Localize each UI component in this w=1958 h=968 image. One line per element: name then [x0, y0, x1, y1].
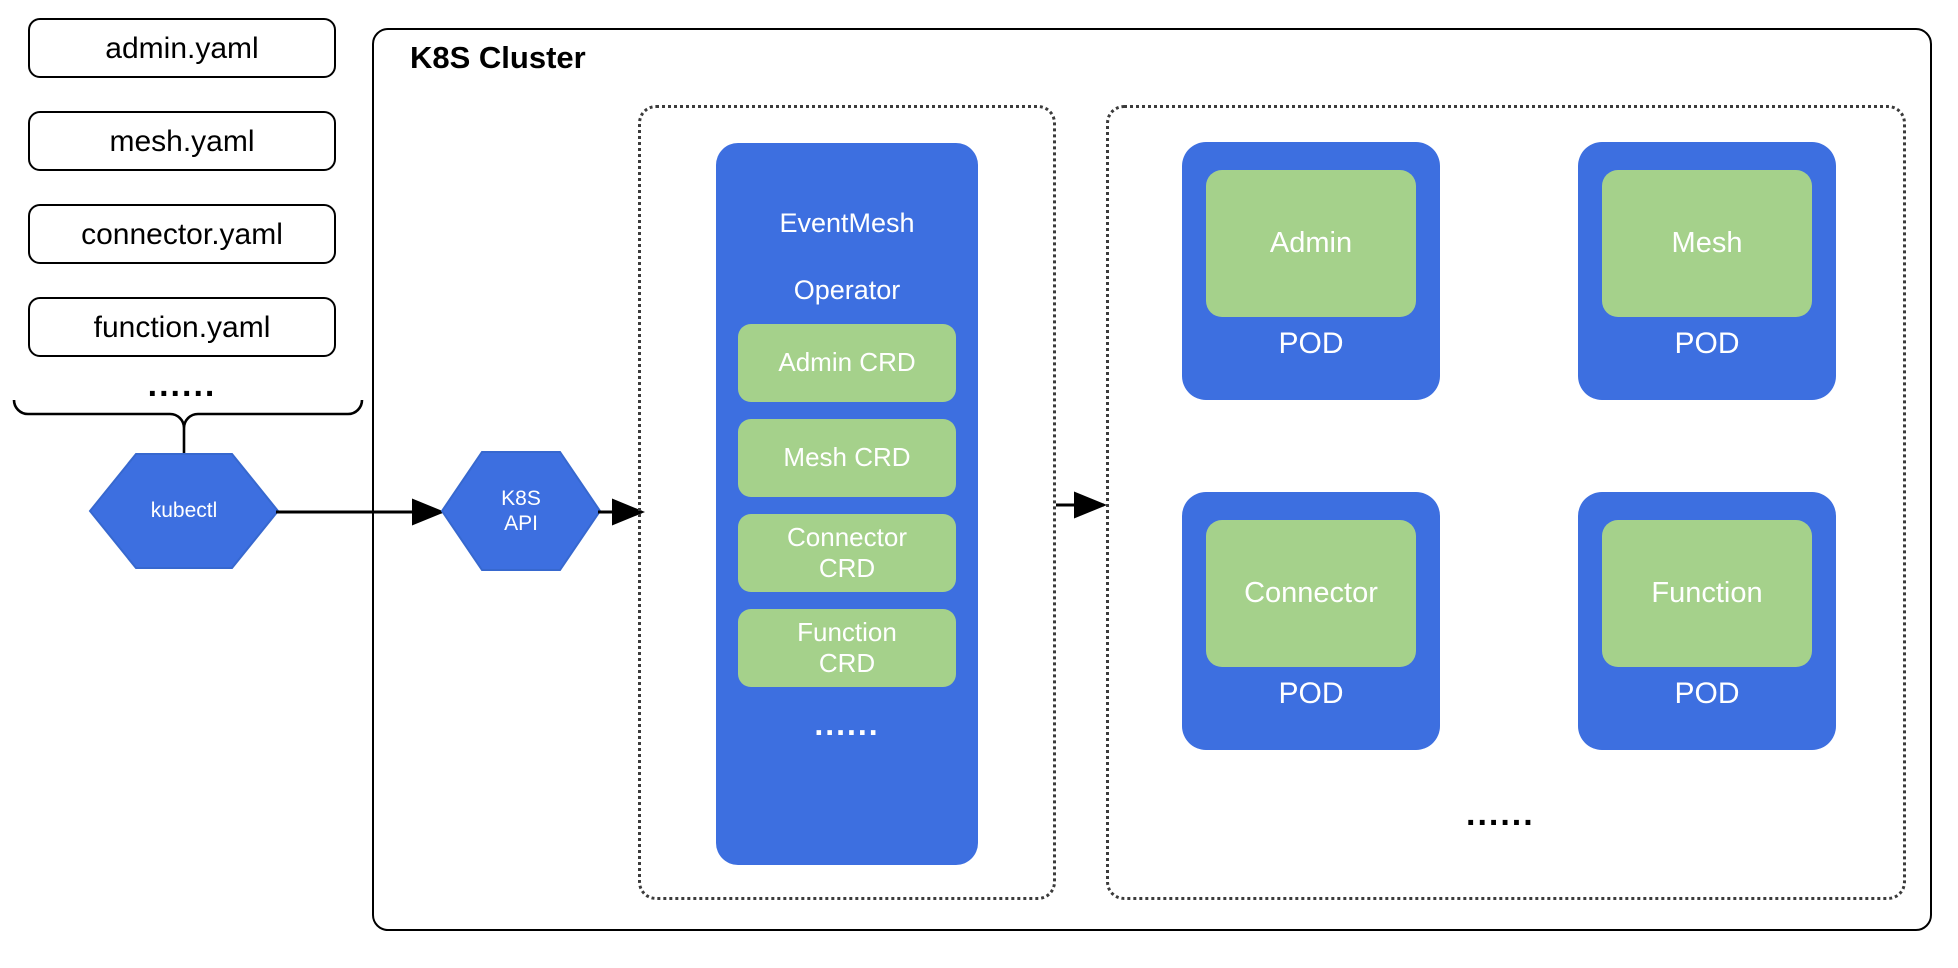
cluster-title-text: K8S Cluster	[410, 40, 586, 75]
operator-title-line2: Operator	[793, 275, 901, 306]
pod-type-text: POD	[1278, 327, 1344, 360]
yaml-file-label: connector.yaml	[81, 217, 283, 251]
pod-connector[interactable]: Connector POD	[1182, 492, 1440, 750]
crd-label: Function CRD	[797, 616, 897, 678]
pod-admin[interactable]: Admin POD	[1182, 142, 1440, 400]
crd-connector[interactable]: Connector CRD	[738, 514, 956, 592]
yaml-ellipsis-text: ......	[147, 365, 217, 404]
operator-ellipsis-text: ......	[814, 706, 880, 742]
pod-container-admin[interactable]: Admin	[1206, 170, 1416, 317]
pod-type-text: POD	[1674, 677, 1740, 710]
pods-ellipsis-text: ......	[1466, 795, 1535, 833]
pod-type-text: POD	[1278, 677, 1344, 710]
yaml-file-connector[interactable]: connector.yaml	[28, 204, 336, 264]
k8s-cluster-title: K8S Cluster	[410, 40, 586, 76]
crd-label: Mesh CRD	[783, 442, 911, 473]
crd-mesh[interactable]: Mesh CRD	[738, 419, 956, 497]
operator-crd-ellipsis: ......	[814, 706, 879, 743]
pod-type-text: POD	[1674, 327, 1740, 360]
pod-container-label: Function	[1651, 577, 1763, 609]
yaml-file-label: function.yaml	[93, 310, 271, 344]
k8s-api-hexagon[interactable]: K8S API	[440, 450, 602, 572]
pod-type-label: POD	[1278, 677, 1343, 711]
pod-container-mesh[interactable]: Mesh	[1602, 170, 1812, 317]
crd-admin[interactable]: Admin CRD	[738, 324, 956, 402]
yaml-file-function[interactable]: function.yaml	[28, 297, 336, 357]
yaml-file-label: mesh.yaml	[109, 124, 255, 158]
kubectl-hexagon[interactable]: kubectl	[88, 452, 280, 570]
eventmesh-operator-panel[interactable]: EventMesh Operator Admin CRD Mesh CRD Co…	[716, 143, 978, 865]
pod-function[interactable]: Function POD	[1578, 492, 1836, 750]
yaml-list-ellipsis: ......	[28, 365, 336, 404]
pod-container-label: Mesh	[1671, 227, 1743, 259]
crd-label: Admin CRD	[778, 347, 916, 378]
crd-label: Connector CRD	[787, 521, 907, 583]
pod-container-function[interactable]: Function	[1602, 520, 1812, 667]
pod-container-label: Admin	[1269, 227, 1353, 259]
k8s-cluster-container	[372, 28, 1932, 931]
pod-container-connector[interactable]: Connector	[1206, 520, 1416, 667]
pod-type-label: POD	[1674, 327, 1739, 361]
crd-function[interactable]: Function CRD	[738, 609, 956, 687]
pod-container-label: Connector	[1244, 577, 1378, 609]
pod-type-label: POD	[1278, 327, 1343, 361]
yaml-file-admin[interactable]: admin.yaml	[28, 18, 336, 78]
pod-mesh[interactable]: Mesh POD	[1578, 142, 1836, 400]
yaml-to-kubectl-brace	[0, 398, 380, 458]
pods-dotted-container	[1106, 105, 1906, 900]
yaml-file-mesh[interactable]: mesh.yaml	[28, 111, 336, 171]
operator-title: EventMesh Operator	[779, 173, 914, 308]
yaml-file-label: admin.yaml	[105, 31, 259, 65]
operator-dotted-container	[638, 105, 1056, 900]
pods-ellipsis: ......	[1466, 795, 1535, 834]
pod-type-label: POD	[1674, 677, 1739, 711]
operator-title-line1: EventMesh	[779, 207, 915, 238]
